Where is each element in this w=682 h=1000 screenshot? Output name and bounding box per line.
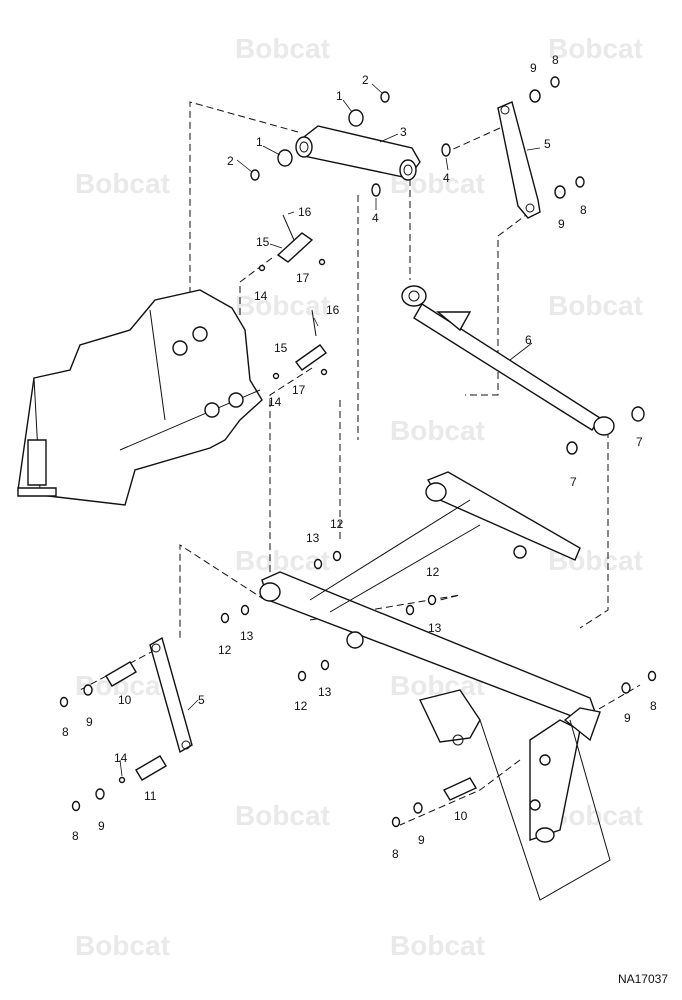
callouts: 1 1 2 2 3 4 4 5 5 6 7 7 8 8 8 8 8 8 9 9 … — [62, 53, 657, 861]
callout-2: 2 — [227, 154, 234, 168]
callout-9: 9 — [558, 217, 565, 231]
leader-lines — [119, 83, 541, 777]
callout-11: 11 — [144, 789, 157, 803]
watermark: Bobcat — [235, 545, 330, 576]
callout-8: 8 — [650, 699, 657, 713]
drawing-reference-code: NA17037 — [617, 972, 668, 986]
callout-7: 7 — [636, 435, 643, 449]
callout-8: 8 — [62, 725, 69, 739]
callout-13: 13 — [306, 531, 320, 545]
watermark: Bobcat — [390, 930, 485, 961]
watermark: Bobcat — [75, 168, 170, 199]
callout-5: 5 — [198, 693, 205, 707]
callout-14: 14 — [254, 289, 268, 303]
pin-set-lower — [272, 309, 328, 380]
callout-9: 9 — [530, 61, 537, 75]
callout-5: 5 — [544, 137, 551, 151]
callout-12: 12 — [330, 517, 344, 531]
pin-set-upper — [258, 214, 326, 272]
callout-9: 9 — [86, 715, 93, 729]
right-link-top — [497, 76, 585, 219]
upper-link — [295, 125, 421, 181]
watermark: Bobcat — [235, 290, 330, 321]
watermark: Bobcat — [390, 415, 485, 446]
watermark: Bobcat — [235, 33, 330, 64]
callout-4: 4 — [443, 171, 450, 185]
assembly-lines — [79, 101, 641, 826]
lower-pins — [59, 661, 657, 828]
callout-8: 8 — [552, 53, 559, 67]
washers-12-13 — [220, 550, 437, 682]
callout-14: 14 — [114, 751, 128, 765]
callout-15: 15 — [256, 235, 270, 249]
callout-10: 10 — [454, 809, 468, 823]
callout-9: 9 — [624, 711, 631, 725]
callout-9: 9 — [98, 819, 105, 833]
bucket — [17, 289, 263, 506]
callout-8: 8 — [392, 847, 399, 861]
watermark: Bobcat — [235, 800, 330, 831]
callout-1: 1 — [336, 89, 343, 103]
callout-2: 2 — [362, 73, 369, 87]
callout-3: 3 — [400, 125, 407, 139]
callout-8: 8 — [580, 203, 587, 217]
callout-12: 12 — [426, 565, 440, 579]
callout-16: 16 — [298, 205, 312, 219]
callout-17: 17 — [296, 271, 310, 285]
callout-16: 16 — [326, 303, 340, 317]
callout-6: 6 — [525, 333, 532, 347]
callout-1: 1 — [256, 135, 263, 149]
callout-13: 13 — [428, 621, 442, 635]
callout-4: 4 — [372, 211, 379, 225]
callout-15: 15 — [274, 341, 288, 355]
callout-7: 7 — [570, 475, 577, 489]
callout-12: 12 — [218, 643, 232, 657]
callout-17: 17 — [292, 383, 306, 397]
callout-12: 12 — [294, 699, 308, 713]
callout-10: 10 — [118, 693, 132, 707]
callout-13: 13 — [318, 685, 332, 699]
watermark: Bobcat — [75, 930, 170, 961]
watermark: Bobcat — [548, 290, 643, 321]
callout-8: 8 — [72, 829, 79, 843]
lift-arm-frame — [259, 471, 611, 901]
watermarks: Bobcat Bobcat Bobcat Bobcat Bobcat Bobca… — [75, 33, 643, 961]
callout-13: 13 — [240, 629, 254, 643]
callout-14: 14 — [268, 395, 282, 409]
left-link-lower — [149, 636, 193, 754]
callout-9: 9 — [418, 833, 425, 847]
hydraulic-cylinder — [401, 285, 645, 455]
watermark: Bobcat — [548, 33, 643, 64]
upper-bushings — [250, 91, 451, 197]
